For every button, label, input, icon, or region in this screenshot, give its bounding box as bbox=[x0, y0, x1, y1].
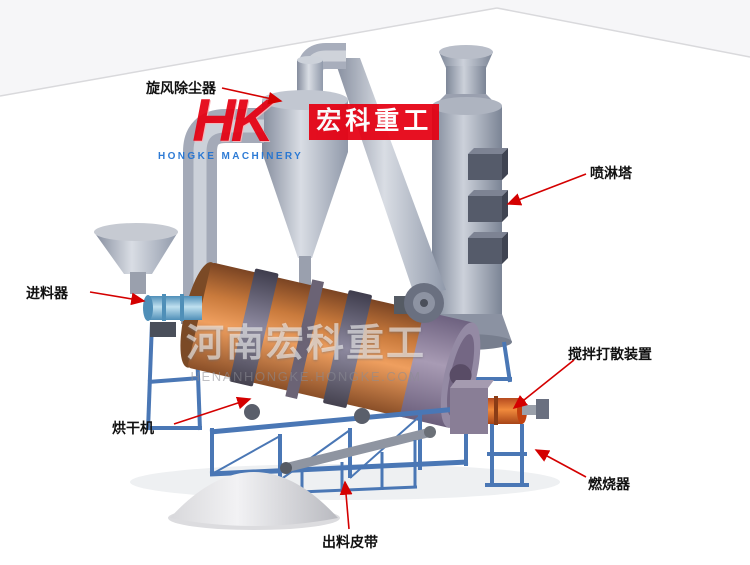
exhaust-fan bbox=[394, 283, 444, 323]
label-dryer: 烘干机 bbox=[112, 420, 154, 436]
discharge-belt-conveyor bbox=[280, 426, 436, 494]
material-pile bbox=[168, 472, 340, 530]
feed-hopper bbox=[94, 223, 178, 294]
label-burner: 燃烧器 bbox=[588, 476, 630, 492]
burner-stand bbox=[485, 424, 529, 487]
logo-name: 宏科重工 bbox=[309, 104, 440, 140]
brand-logo: HK HONGKE MACHINERY 宏科重工 bbox=[158, 87, 440, 162]
discharge-hood bbox=[450, 380, 494, 434]
label-cyclone-dust-collector: 旋风除尘器 bbox=[146, 80, 216, 96]
background-walls bbox=[0, 0, 750, 97]
label-discharge-belt: 出料皮带 bbox=[322, 534, 378, 550]
label-feeder: 进料器 bbox=[26, 285, 68, 301]
label-spray-tower: 喷淋塔 bbox=[590, 165, 632, 181]
feed-pipe bbox=[143, 294, 202, 337]
logo-monogram: HK bbox=[192, 87, 274, 154]
burner bbox=[488, 396, 549, 425]
drum-support-frame bbox=[209, 404, 469, 481]
logo-subtitle: HONGKE MACHINERY bbox=[158, 151, 304, 162]
label-mixer-device: 搅拌打散装置 bbox=[568, 346, 652, 362]
